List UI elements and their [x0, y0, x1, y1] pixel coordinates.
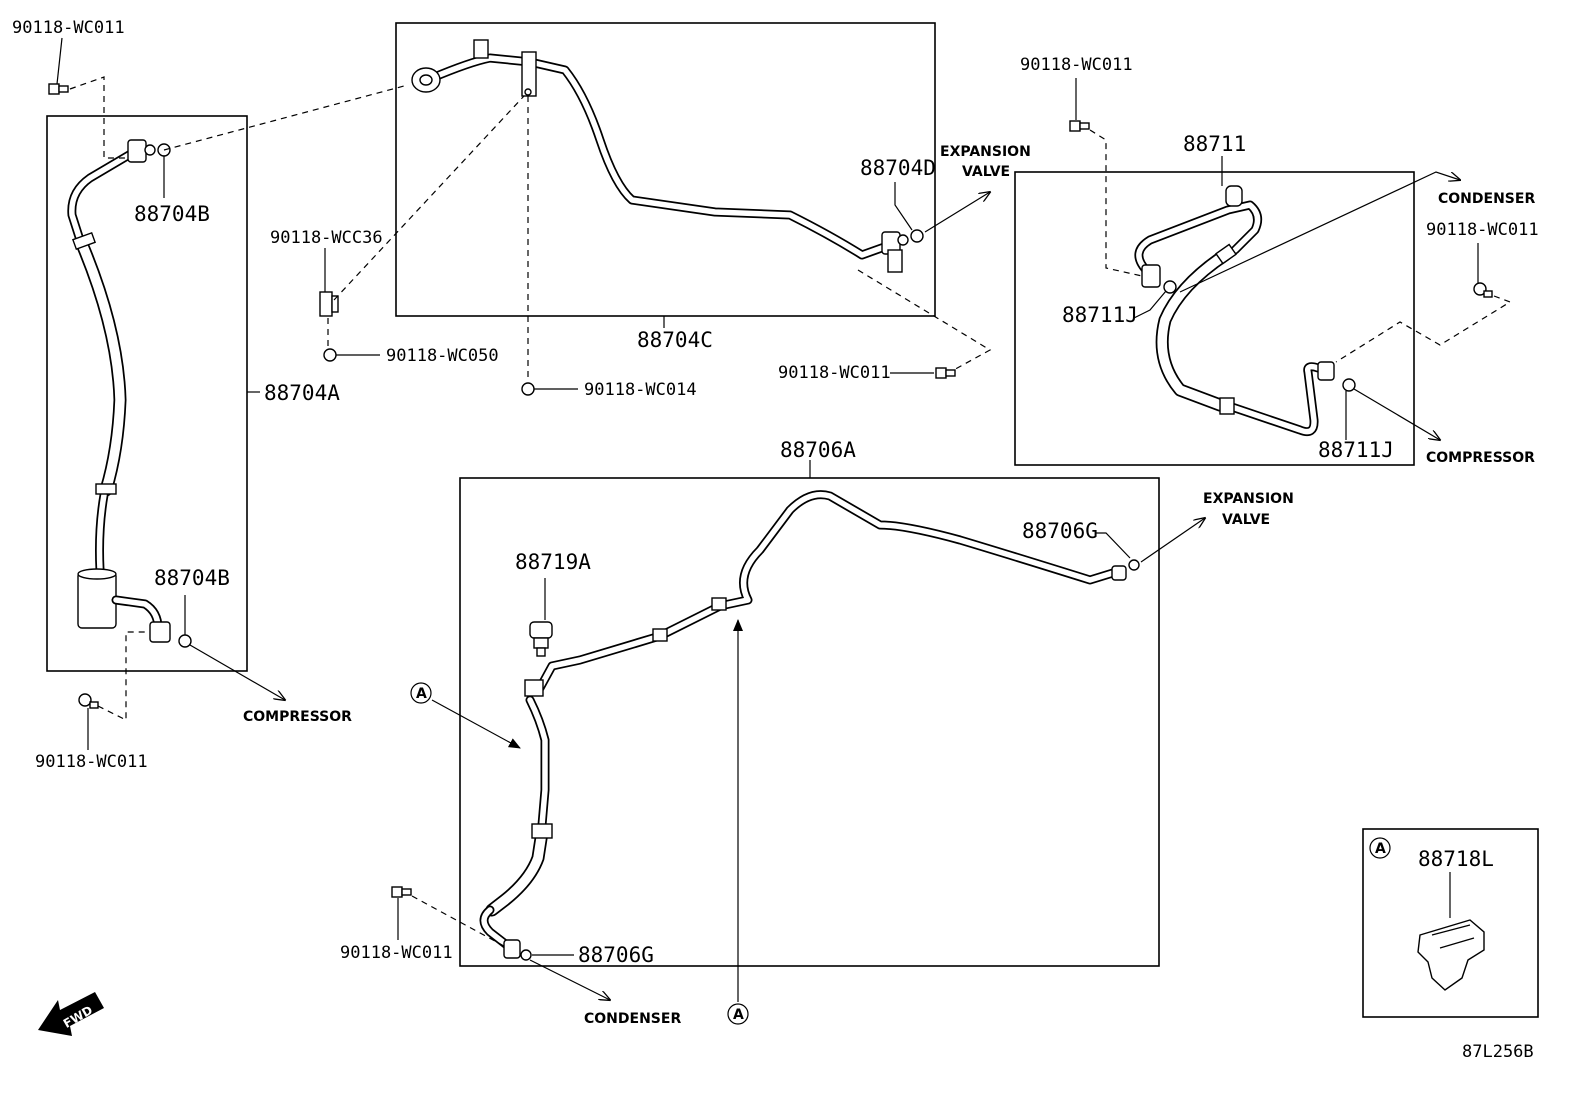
- label-88704c: 88704C: [637, 328, 713, 352]
- label-90118-wc011-bottom-left: 90118-WC011: [35, 752, 148, 772]
- bolt-90118-wc011-88711-top: [1069, 120, 1090, 132]
- label-90118-wc011-right: 90118-WC011: [1426, 220, 1539, 240]
- callout-a-bottom: A: [733, 1007, 744, 1023]
- label-88718l: 88718L: [1418, 847, 1494, 871]
- group-88706a: 88706A 88719A 88706G: [340, 438, 1294, 1027]
- callout-a-bottom-circle: [727, 1003, 749, 1025]
- o-ring-88711j-right: [1342, 378, 1356, 392]
- bolt-top-left: [48, 83, 69, 95]
- pipe-88706a: [479, 490, 1127, 959]
- direction-condenser-bottom: CONDENSER: [584, 1011, 681, 1027]
- bolt-90118-wc011-right: [1473, 282, 1493, 298]
- label-90118-wc050: 90118-WC050: [386, 346, 499, 366]
- label-90118-wc014: 90118-WC014: [584, 380, 697, 400]
- label-88711j-left: 88711J: [1062, 303, 1138, 327]
- direction-expansion-valve-mid-2: VALVE: [1222, 512, 1270, 528]
- label-88706a: 88706A: [780, 438, 856, 462]
- callout-a-inset: A: [1375, 841, 1386, 857]
- frame-88704c: [395, 22, 936, 317]
- direction-expansion-valve-mid-1: EXPANSION: [1203, 491, 1294, 507]
- label-90118-wc011-top-left: 90118-WC011: [12, 18, 125, 38]
- label-88706g-top: 88706G: [1022, 519, 1098, 543]
- label-90118-wc011-bottom-center: 90118-WC011: [340, 943, 453, 963]
- inset-a-88718l: A 88718L: [1362, 828, 1539, 1018]
- label-88704b-top: 88704B: [134, 202, 210, 226]
- clamp-90118-wcc36: [319, 291, 339, 317]
- label-88711j-right: 88711J: [1318, 438, 1394, 462]
- frame-88711: [1014, 171, 1415, 466]
- label-90118-wc011-88711-top: 90118-WC011: [1020, 55, 1133, 75]
- label-88719a: 88719A: [515, 550, 591, 574]
- o-ring-88706g-top: [1128, 559, 1140, 571]
- frame-88704a: [46, 115, 248, 672]
- diagram-code: 87L256B: [1462, 1042, 1534, 1062]
- bolt-90118-wc011-center-right: [935, 367, 956, 379]
- o-ring-88704d: [910, 229, 924, 243]
- direction-condenser-right: CONDENSER: [1438, 191, 1535, 207]
- label-88704a: 88704A: [264, 381, 340, 405]
- label-90118-wcc36: 90118-WCC36: [270, 228, 383, 248]
- o-ring-88711j-left: [1163, 280, 1177, 294]
- label-90118-wc011-center-right: 90118-WC011: [778, 363, 891, 383]
- nut-90118-wc014: [521, 382, 535, 396]
- hose-88704a: [67, 139, 171, 643]
- callout-a-left-circle: [410, 682, 432, 704]
- direction-expansion-valve-top-2: VALVE: [962, 164, 1010, 180]
- callout-a-inset-circle: [1369, 837, 1391, 859]
- group-88704c: 88704D EXPANSION VALVE 88704C 90118-WCC3…: [163, 22, 1031, 400]
- valve-88719a: [529, 621, 553, 657]
- frame-inset-a: [1362, 828, 1539, 1018]
- clip-88718l: [1417, 919, 1485, 991]
- nut-90118-wc050: [323, 348, 337, 362]
- direction-expansion-valve-top-1: EXPANSION: [940, 144, 1031, 160]
- label-88711: 88711: [1183, 132, 1246, 156]
- hose-88711: [1134, 185, 1335, 437]
- callout-a-left: A: [416, 686, 427, 702]
- group-88711: 88711 90118-WC011 88711J 88711J CONDENSE…: [1014, 55, 1539, 466]
- group-88704a: 90118-WC011 88704B 88704A 88704B COMPRES…: [12, 18, 352, 772]
- bolt-bottom-left: [78, 693, 99, 709]
- o-ring-88704b-bottom: [178, 634, 192, 648]
- label-88704b-bottom: 88704B: [154, 566, 230, 590]
- pipe-88704c: [411, 39, 909, 273]
- direction-compressor-left: COMPRESSOR: [243, 709, 352, 725]
- label-88706g-bottom: 88706G: [578, 943, 654, 967]
- fwd-arrow: FWD: [38, 992, 104, 1036]
- direction-compressor-right: COMPRESSOR: [1426, 450, 1535, 466]
- o-ring-88706g-bottom: [520, 949, 532, 961]
- bolt-90118-wc011-bottom-center: [391, 886, 412, 898]
- label-88704d: 88704D: [860, 156, 936, 180]
